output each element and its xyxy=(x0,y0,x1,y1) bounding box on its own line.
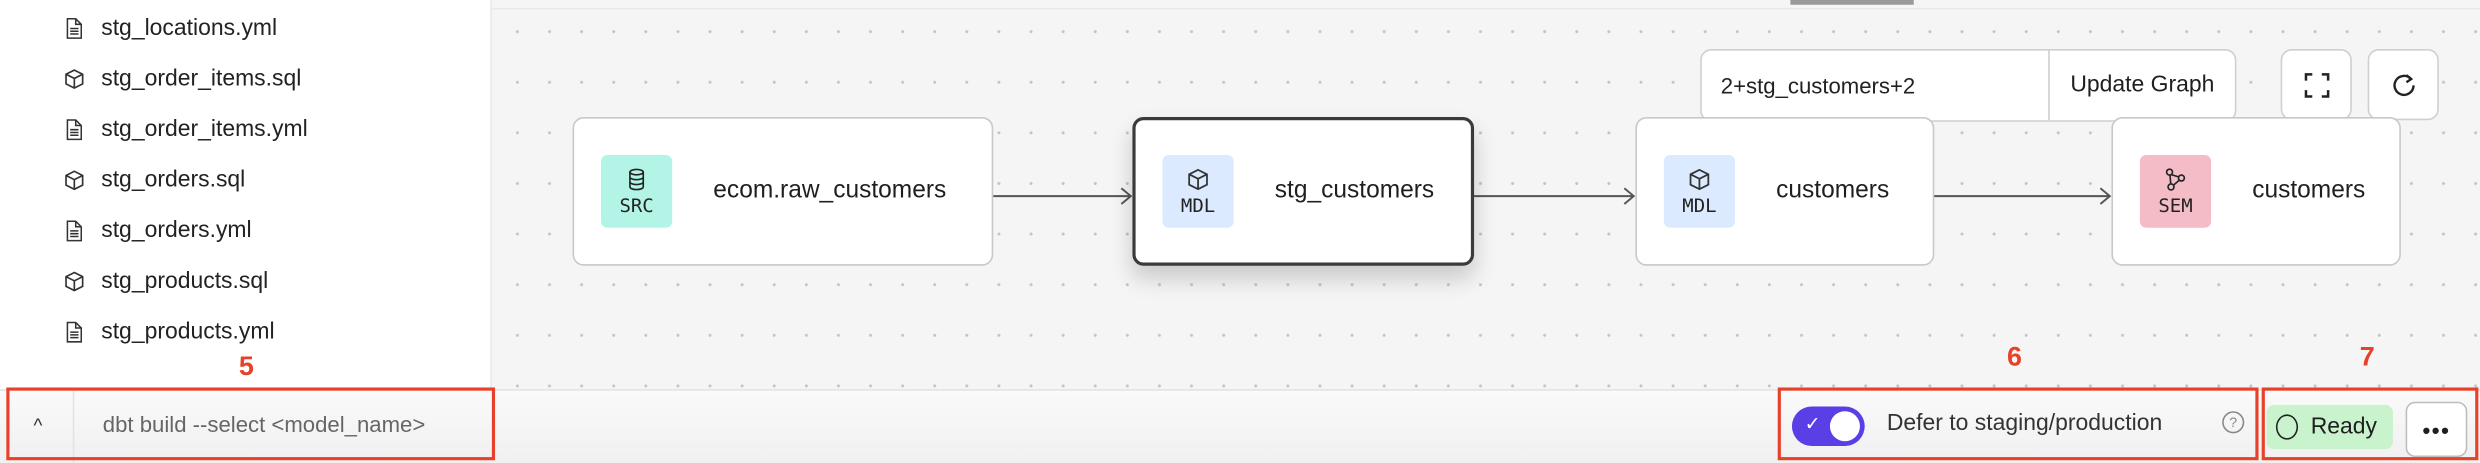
more-options-button[interactable]: ••• xyxy=(2405,401,2468,458)
lineage-node[interactable]: SRC ecom.raw_customers xyxy=(572,117,994,266)
fullscreen-button[interactable] xyxy=(2280,49,2352,121)
file-name: stg_orders.yml xyxy=(101,218,252,244)
update-graph-button[interactable]: Update Graph xyxy=(2050,51,2235,121)
annotation-number: 7 xyxy=(2359,341,2375,372)
selector-input[interactable] xyxy=(1701,50,2050,121)
graph-selector: Update Graph xyxy=(1700,49,2237,122)
status-badge: Ready xyxy=(2266,404,2393,450)
file-item[interactable]: stg_order_items.yml xyxy=(63,111,308,149)
annotation-box xyxy=(2261,387,2479,461)
database-icon xyxy=(629,167,645,190)
annotation-box xyxy=(1777,387,2259,461)
status-text: Ready xyxy=(2310,414,2378,440)
node-label: ecom.raw_customers xyxy=(713,177,947,205)
cube-icon xyxy=(65,69,84,90)
edge xyxy=(1474,187,1636,205)
help-icon[interactable]: ? xyxy=(2222,411,2245,434)
edge xyxy=(993,187,1133,205)
file-item[interactable]: stg_orders.yml xyxy=(63,212,252,250)
file-item[interactable]: stg_products.sql xyxy=(63,263,268,301)
annotation-box xyxy=(6,387,496,461)
command-bar: ^ dbt build --select <model_name> ✓ Defe… xyxy=(0,389,2480,463)
divider xyxy=(491,7,2480,10)
node-type-badge: SRC xyxy=(601,154,673,228)
file-item[interactable]: stg_locations.yml xyxy=(63,9,277,47)
semantic-graph-icon xyxy=(2165,167,2186,190)
file-icon xyxy=(66,220,83,242)
file-item[interactable]: stg_order_items.sql xyxy=(63,60,301,98)
badge-text: MDL xyxy=(1180,193,1216,216)
lineage-node[interactable]: SEM customers xyxy=(2111,117,2401,266)
lineage-node[interactable]: MDL stg_customers xyxy=(1132,117,1475,266)
chevron-up-icon: ^ xyxy=(33,414,43,437)
cube-icon xyxy=(1188,168,1208,190)
edges xyxy=(993,187,2112,205)
expand-button[interactable]: ^ xyxy=(22,410,54,442)
active-tab-indicator xyxy=(1790,0,1914,5)
cube-icon xyxy=(1689,168,1710,190)
node-label: stg_customers xyxy=(1274,177,1435,205)
node-type-badge: MDL xyxy=(1162,154,1234,228)
badge-text: MDL xyxy=(1682,193,1717,216)
file-name: stg_products.yml xyxy=(101,319,275,345)
badge-text: SRC xyxy=(619,193,654,216)
fullscreen-icon xyxy=(2303,72,2329,97)
node-label: customers xyxy=(1776,177,1890,205)
cube-icon xyxy=(65,271,84,292)
file-icon xyxy=(66,119,83,141)
file-item[interactable]: stg_orders.sql xyxy=(63,161,245,199)
file-explorer: stg_locations.yml stg_order_items.sql stg_… xyxy=(0,0,492,390)
status-circle-icon xyxy=(2275,414,2299,440)
cube-icon xyxy=(65,170,84,191)
node-type-badge: SEM xyxy=(2139,154,2212,228)
file-icon xyxy=(66,18,83,39)
file-item[interactable]: stg_products.yml xyxy=(63,313,275,351)
annotation-number: 6 xyxy=(2007,341,2023,372)
node-label: customers xyxy=(2252,177,2366,205)
refresh-icon xyxy=(2392,73,2414,96)
refresh-button[interactable] xyxy=(2367,49,2439,121)
command-input[interactable]: dbt build --select <model_name> xyxy=(102,411,426,437)
file-name: stg_orders.sql xyxy=(101,167,246,193)
file-icon xyxy=(66,321,83,343)
file-name: stg_order_items.sql xyxy=(101,66,302,92)
defer-label: Defer to staging/production xyxy=(1886,411,2163,437)
divider xyxy=(72,390,75,463)
toggle-knob xyxy=(1829,411,1860,442)
defer-toggle[interactable]: ✓ xyxy=(1791,406,1865,447)
check-icon: ✓ xyxy=(1804,412,1821,435)
edge xyxy=(1932,187,2112,205)
badge-text: SEM xyxy=(2158,193,2193,216)
file-name: stg_order_items.yml xyxy=(101,117,308,143)
file-name: stg_locations.yml xyxy=(101,15,278,42)
lineage-node[interactable]: MDL customers xyxy=(1635,117,1935,266)
file-name: stg_products.sql xyxy=(101,268,269,295)
node-type-badge: MDL xyxy=(1663,154,1736,228)
annotation-number: 5 xyxy=(238,351,254,382)
